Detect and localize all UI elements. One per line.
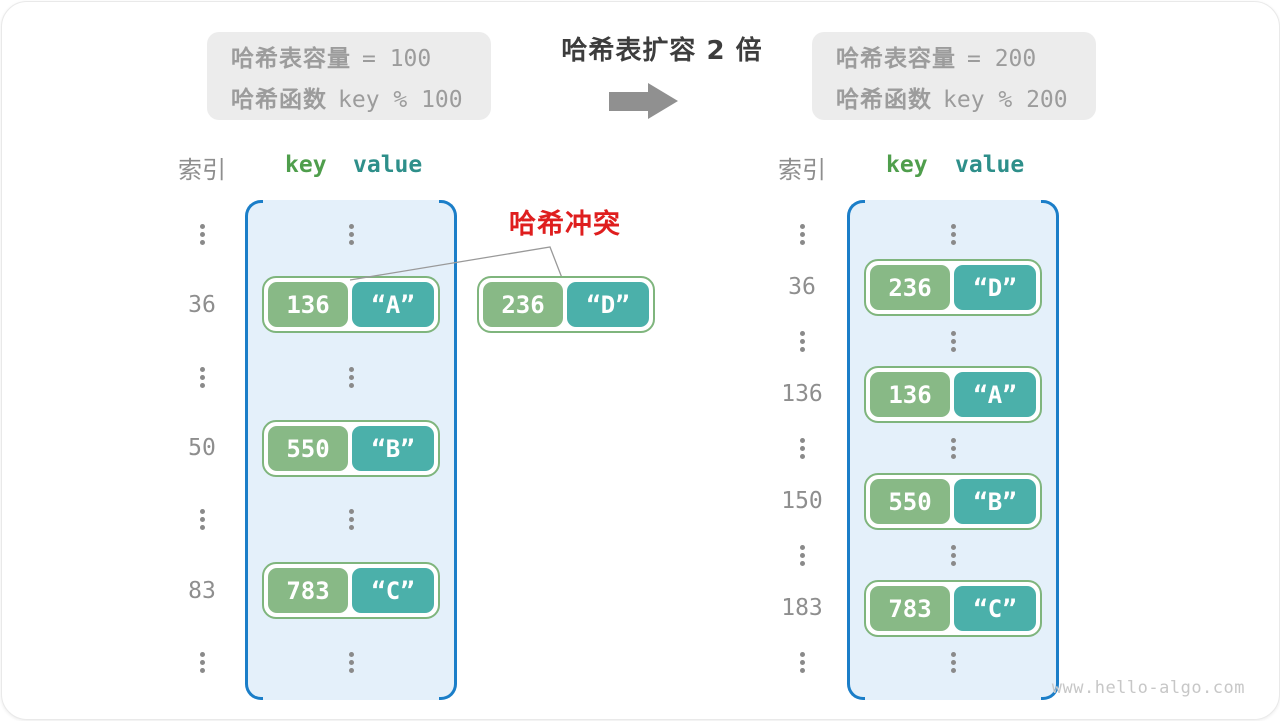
ellipsis-dots	[950, 438, 956, 459]
key-cell: 550	[870, 479, 950, 524]
ellipsis-dots	[950, 545, 956, 566]
right-arrow-icon	[609, 92, 648, 111]
index-label: 50	[188, 435, 216, 461]
capacity-label: 哈希表容量	[836, 45, 956, 72]
ellipsis-dots	[199, 509, 205, 530]
kv-pair-783-C: 783 “C”	[864, 580, 1042, 637]
value-cell: “A”	[352, 282, 434, 327]
kv-pair-783-C: 783 “C”	[262, 562, 440, 619]
value-cell: “D”	[567, 282, 649, 327]
index-label: 150	[781, 488, 823, 514]
ellipsis-dots	[799, 224, 805, 245]
hashfn-label: 哈希函数	[836, 86, 932, 113]
value-cell: “A”	[954, 372, 1036, 417]
left-index-header: 索引	[178, 156, 226, 184]
ellipsis-dots	[799, 545, 805, 566]
bracket-left	[847, 200, 865, 700]
ellipsis-dots	[950, 224, 956, 245]
ellipsis-dots	[199, 367, 205, 388]
value-cell: “B”	[954, 479, 1036, 524]
value-cell: “C”	[954, 586, 1036, 631]
key-cell: 236	[870, 265, 950, 310]
key-cell: 136	[268, 282, 348, 327]
old-hashfn-line: 哈希函数 key % 100	[231, 80, 491, 114]
kv-pair-236-D-collision: 236 “D”	[477, 276, 655, 333]
value-cell: “C”	[352, 568, 434, 613]
value-cell: “B”	[352, 426, 434, 471]
old-capacity-line: 哈希表容量 = 100	[231, 39, 491, 73]
capacity-label: 哈希表容量	[231, 45, 351, 72]
key-cell: 783	[268, 568, 348, 613]
index-label: 183	[781, 595, 823, 621]
bracket-right	[439, 200, 457, 700]
ellipsis-dots	[799, 331, 805, 352]
capacity-value: = 200	[967, 45, 1037, 72]
kv-pair-136-A: 136 “A”	[864, 366, 1042, 423]
ellipsis-dots	[348, 509, 354, 530]
key-cell: 236	[483, 282, 563, 327]
index-label: 36	[788, 274, 816, 300]
kv-pair-550-B: 550 “B”	[864, 473, 1042, 530]
ellipsis-dots	[348, 652, 354, 673]
ellipsis-dots	[799, 438, 805, 459]
capacity-value: = 100	[362, 45, 432, 72]
ellipsis-dots	[950, 652, 956, 673]
ellipsis-dots	[799, 652, 805, 673]
key-cell: 783	[870, 586, 950, 631]
index-label: 36	[188, 292, 216, 318]
hashfn-label: 哈希函数	[231, 86, 327, 113]
hashfn-value: key % 100	[338, 86, 463, 113]
ellipsis-dots	[199, 652, 205, 673]
new-hashfn-line: 哈希函数 key % 200	[836, 80, 1096, 114]
bracket-left	[245, 200, 263, 700]
right-arrow-head-icon	[648, 83, 678, 119]
right-index-header: 索引	[778, 156, 826, 184]
right-value-header: value	[955, 152, 1025, 178]
watermark: www.hello-algo.com	[1051, 678, 1245, 698]
ellipsis-dots	[199, 224, 205, 245]
kv-pair-236-D: 236 “D”	[864, 259, 1042, 316]
index-label: 83	[188, 578, 216, 604]
value-cell: “D”	[954, 265, 1036, 310]
kv-pair-550-B: 550 “B”	[262, 420, 440, 477]
collision-label: 哈希冲突	[509, 209, 621, 240]
bracket-right	[1041, 200, 1059, 700]
new-capacity-line: 哈希表容量 = 200	[836, 39, 1096, 73]
expand-title: 哈希表扩容 2 倍	[561, 36, 763, 66]
old-capacity-box: 哈希表容量 = 100 哈希函数 key % 100	[207, 32, 491, 120]
ellipsis-dots	[348, 367, 354, 388]
left-key-header: key	[285, 152, 327, 178]
right-key-header: key	[886, 152, 928, 178]
ellipsis-dots	[950, 331, 956, 352]
key-cell: 550	[268, 426, 348, 471]
new-capacity-box: 哈希表容量 = 200 哈希函数 key % 200	[812, 32, 1096, 120]
key-cell: 136	[870, 372, 950, 417]
kv-pair-136-A: 136 “A”	[262, 276, 440, 333]
hashfn-value: key % 200	[943, 86, 1068, 113]
index-label: 136	[781, 381, 823, 407]
left-value-header: value	[353, 152, 423, 178]
ellipsis-dots	[348, 224, 354, 245]
